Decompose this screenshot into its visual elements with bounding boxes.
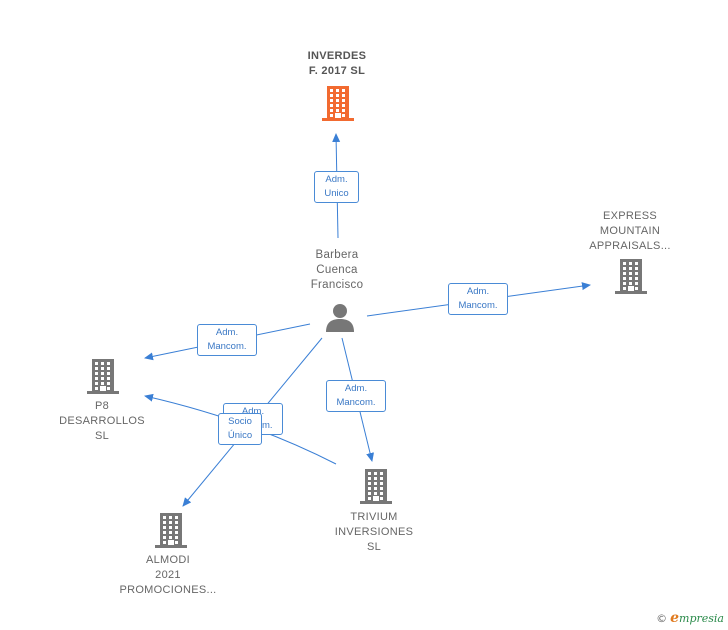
edge-label-adm-mancom-p8[interactable]: Adm. Mancom. — [197, 324, 257, 356]
edge-label-adm-mancom-trivium[interactable]: Adm. Mancom. — [326, 380, 386, 412]
edge-label-adm-mancom-express[interactable]: Adm. Mancom. — [448, 283, 508, 315]
person-icon[interactable] — [324, 301, 356, 333]
edge-label-socio-unico[interactable]: Socio Único — [218, 413, 262, 445]
edge-label-adm-unico[interactable]: Adm. Unico — [314, 171, 359, 203]
node-label-inverdes[interactable]: INVERDES F. 2017 SL — [307, 50, 367, 77]
building-icon[interactable] — [155, 512, 187, 548]
node-label-express[interactable]: EXPRESS MOUNTAIN APPRAISALS... — [589, 210, 671, 252]
building-icon[interactable] — [322, 85, 354, 121]
node-label-almodi[interactable]: ALMODI 2021 PROMOCIONES... — [119, 554, 217, 596]
empresia-logo[interactable]: ©empresia — [656, 610, 724, 626]
node-label-trivium[interactable]: TRIVIUM INVERSIONES SL — [334, 511, 414, 553]
building-icon[interactable] — [87, 358, 119, 394]
building-icon[interactable] — [360, 468, 392, 504]
building-icon[interactable] — [615, 258, 647, 294]
node-label-barbera[interactable]: Barbera Cuenca Francisco — [310, 249, 364, 291]
node-label-p8[interactable]: P8 DESARROLLOS SL — [59, 400, 145, 442]
copyright-icon: © — [656, 612, 668, 625]
